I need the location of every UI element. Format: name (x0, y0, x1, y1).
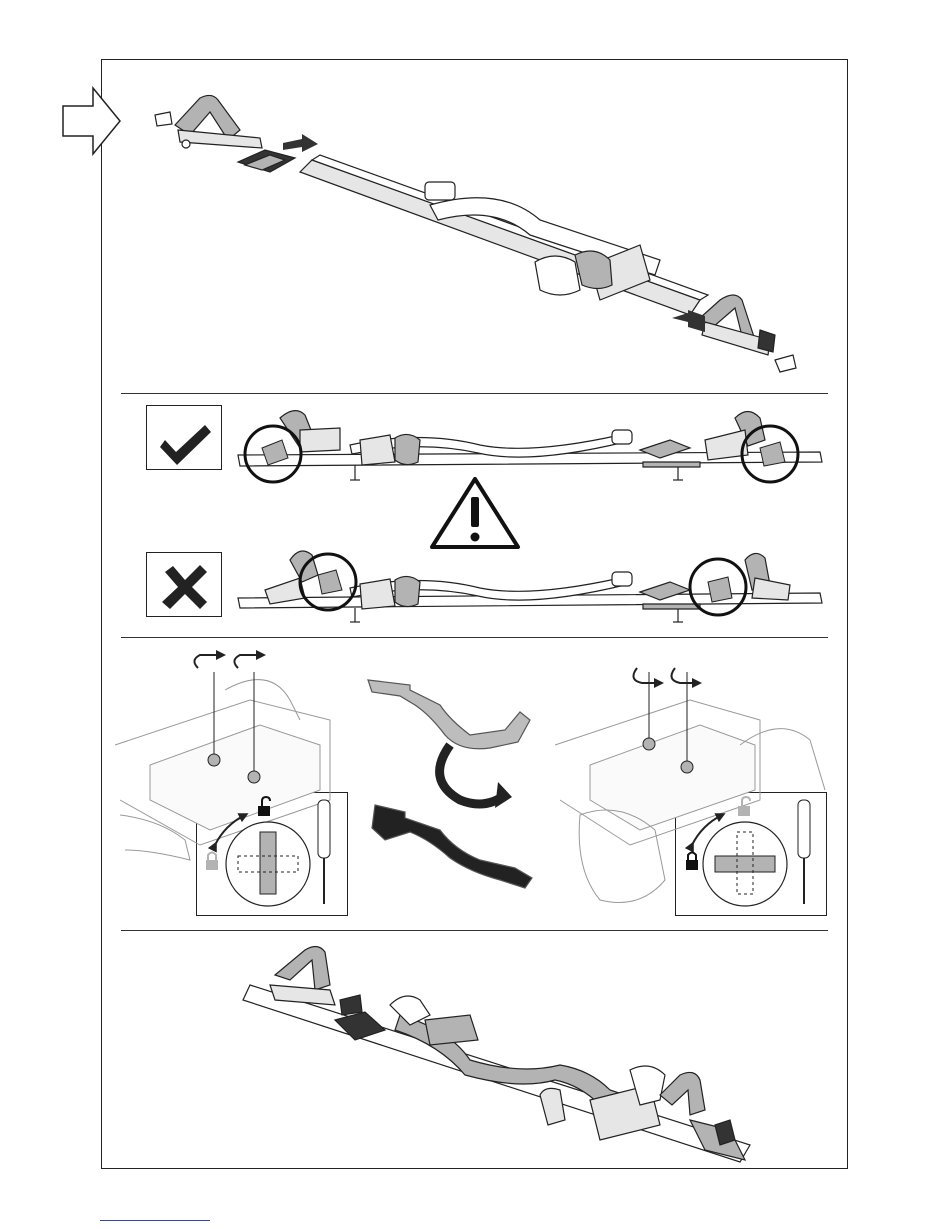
check-icon (160, 425, 211, 465)
rail-assembly-top (155, 95, 796, 372)
arm-flip (368, 680, 532, 888)
rotate-icon (194, 655, 262, 668)
footer-link-underline (100, 1220, 210, 1221)
screwdriver-icon (798, 800, 810, 904)
warning-icon (432, 479, 518, 547)
rail-assembly-final (243, 946, 750, 1162)
flip-arrow (440, 745, 505, 804)
lock-icon (686, 853, 698, 871)
rotate-icon (633, 668, 698, 683)
unlock-icon (738, 797, 750, 816)
arrow-right-icon (63, 88, 120, 154)
lock-dial-left (215, 815, 310, 906)
lock-icon (206, 853, 218, 871)
cross-icon (162, 565, 207, 609)
lock-dial-right (692, 815, 787, 906)
rail-side-correct (238, 411, 822, 480)
screwdriver-icon (318, 800, 330, 904)
